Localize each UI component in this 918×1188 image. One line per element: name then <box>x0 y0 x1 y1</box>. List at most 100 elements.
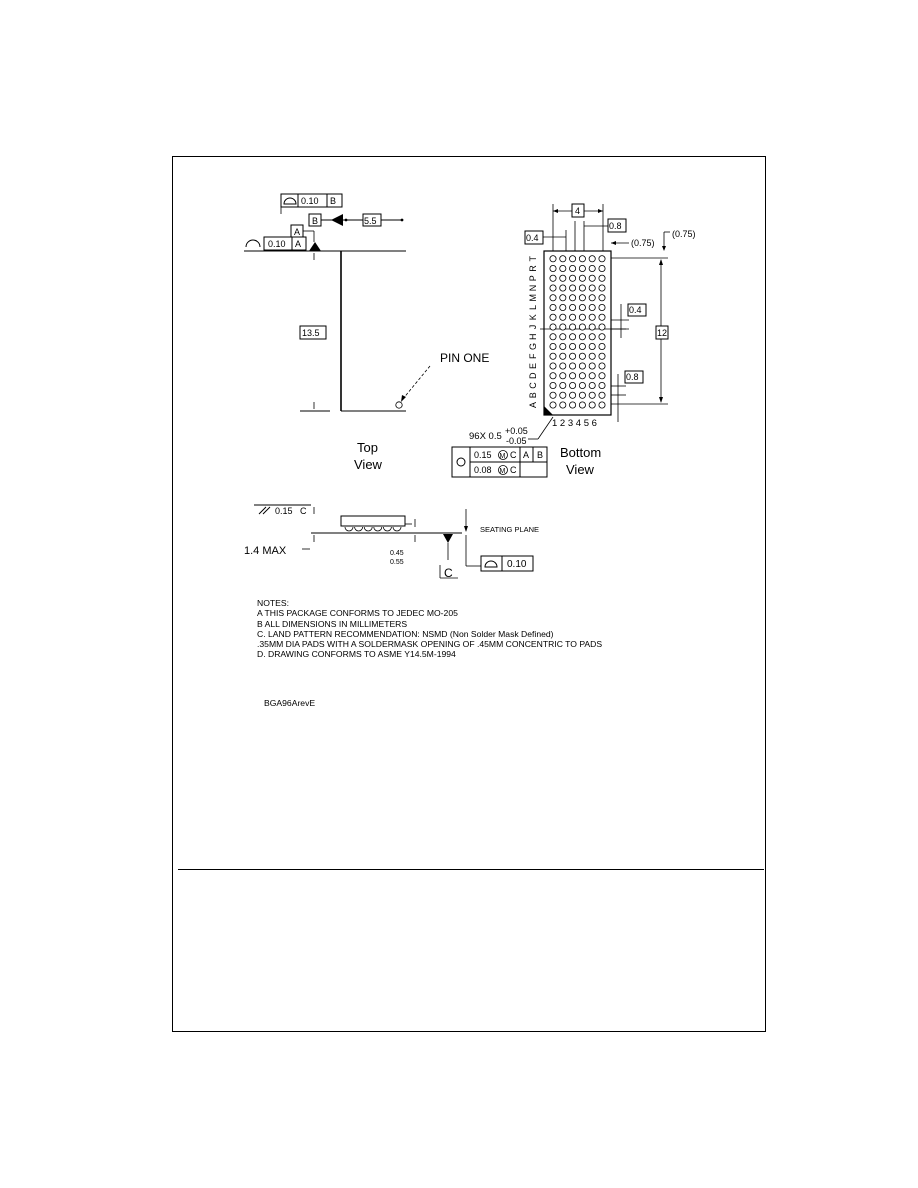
ball-A4 <box>578 401 586 409</box>
ball-P1 <box>549 274 557 282</box>
datum-c-triangle <box>443 534 453 543</box>
position-icon <box>456 457 466 467</box>
ball-K2 <box>559 313 567 321</box>
ball-R5 <box>588 264 596 272</box>
row-letter-J: J <box>528 325 538 330</box>
seating-flatness-value: 0.10 <box>507 559 527 570</box>
ball-J6 <box>598 323 606 331</box>
ball-D5 <box>588 372 596 380</box>
note-d: D. DRAWING CONFORMS TO ASME Y14.5M-1994 <box>257 649 456 660</box>
ball-L2 <box>559 303 567 311</box>
ball-H3 <box>569 333 577 341</box>
row-letter-P: P <box>528 275 538 281</box>
ball-N1 <box>549 284 557 292</box>
position-tolerance-frame: 0.15 M C A B 0.08 M C <box>451 446 548 478</box>
ball-H5 <box>588 333 596 341</box>
ball-D2 <box>559 372 567 380</box>
ball-G3 <box>569 342 577 350</box>
ball-P5 <box>588 274 596 282</box>
ball-B6 <box>598 391 606 399</box>
flatness-side-ref: A <box>295 239 301 249</box>
row-letter-A: A <box>528 402 538 408</box>
parallelism-ref: C <box>300 506 307 516</box>
fcf1-ref2: A <box>523 450 529 460</box>
note-c: C. LAND PATTERN RECOMMENDATION: NSMD (No… <box>257 628 554 639</box>
ball-E6 <box>598 362 606 370</box>
flatness-side-value: 0.10 <box>268 239 286 249</box>
ball-G6 <box>598 342 606 350</box>
datum-b-label: B <box>312 216 318 226</box>
profile-side-icon <box>245 239 261 248</box>
ball-E2 <box>559 362 567 370</box>
notes: NOTES: A THIS PACKAGE CONFORMS TO JEDEC … <box>257 598 602 660</box>
ball-P2 <box>559 274 567 282</box>
ball-M4 <box>578 294 586 302</box>
ball-H6 <box>598 333 606 341</box>
ball-T2 <box>559 255 567 263</box>
ball-C3 <box>569 381 577 389</box>
fcf1-tol: 0.15 <box>474 450 492 460</box>
note-c-cont: .35MM DIA PADS WITH A SOLDERMASK OPENING… <box>257 639 603 650</box>
ball-K3 <box>569 313 577 321</box>
ball-E4 <box>578 362 586 370</box>
ball-J5 <box>588 323 596 331</box>
pin-one-label: PIN ONE <box>440 351 489 365</box>
ball-K6 <box>598 313 606 321</box>
side-ball <box>344 526 354 532</box>
ball-G2 <box>559 342 567 350</box>
ball-R4 <box>578 264 586 272</box>
ball-G1 <box>549 342 557 350</box>
row-letter-G: G <box>528 343 538 350</box>
dim-width-4: 4 <box>575 206 580 216</box>
side-ball <box>383 526 392 532</box>
ball-T6 <box>598 255 606 263</box>
side-view: 0.15 C 1.4 MAX 0.45 0.55 C SEATING PLANE… <box>244 504 539 580</box>
ball-M5 <box>588 294 596 302</box>
ball-H1 <box>549 333 557 341</box>
dim-ref-075-b: (0.75) <box>631 238 655 248</box>
row-letter-M: M <box>528 294 538 302</box>
ball-F5 <box>588 352 596 360</box>
ball-T1 <box>549 255 557 263</box>
fcf1-ref1: C <box>510 450 517 460</box>
dim-ref-075-a: (0.75) <box>672 229 696 239</box>
ball-E3 <box>569 362 577 370</box>
fcf2-mod: M <box>500 468 506 475</box>
ball-N3 <box>569 284 577 292</box>
ball-E5 <box>588 362 596 370</box>
dim-half-pitch-0-4: 0.4 <box>629 305 642 315</box>
dim-13-5: 13.5 <box>302 328 320 338</box>
ball-F6 <box>598 352 606 360</box>
dim-5-5: 5.5 <box>364 216 377 226</box>
ball-R6 <box>598 264 606 272</box>
ball-M1 <box>549 294 557 302</box>
ball-A1 <box>549 401 557 409</box>
ball-L4 <box>578 303 586 311</box>
row-letter-C: C <box>528 382 538 389</box>
ball-L6 <box>598 303 606 311</box>
ball-K1 <box>549 313 557 321</box>
ball-D4 <box>578 372 586 380</box>
ball-B5 <box>588 391 596 399</box>
ball-D6 <box>598 372 606 380</box>
ball-A6 <box>598 401 606 409</box>
ball-F3 <box>569 352 577 360</box>
ball-P3 <box>569 274 577 282</box>
row-letter-H: H <box>528 334 538 341</box>
top-view: 0.10 B B 5.5 A 0.10 A 13.5 <box>244 193 489 472</box>
ball-B4 <box>578 391 586 399</box>
column-numbers: 1 2 3 4 5 6 <box>552 418 597 429</box>
ball-J3 <box>569 323 577 331</box>
ball-F4 <box>578 352 586 360</box>
row-letter-L: L <box>528 305 538 310</box>
datum-a-label: A <box>294 227 300 237</box>
ball-P6 <box>598 274 606 282</box>
ball-L3 <box>569 303 577 311</box>
ball-R2 <box>559 264 567 272</box>
ball-F1 <box>549 352 557 360</box>
ball-N4 <box>578 284 586 292</box>
datum-c-label: C <box>444 566 453 580</box>
flatness-top-ref: B <box>330 196 336 206</box>
row-letter-F: F <box>528 353 538 359</box>
row-letter-B: B <box>528 392 538 398</box>
